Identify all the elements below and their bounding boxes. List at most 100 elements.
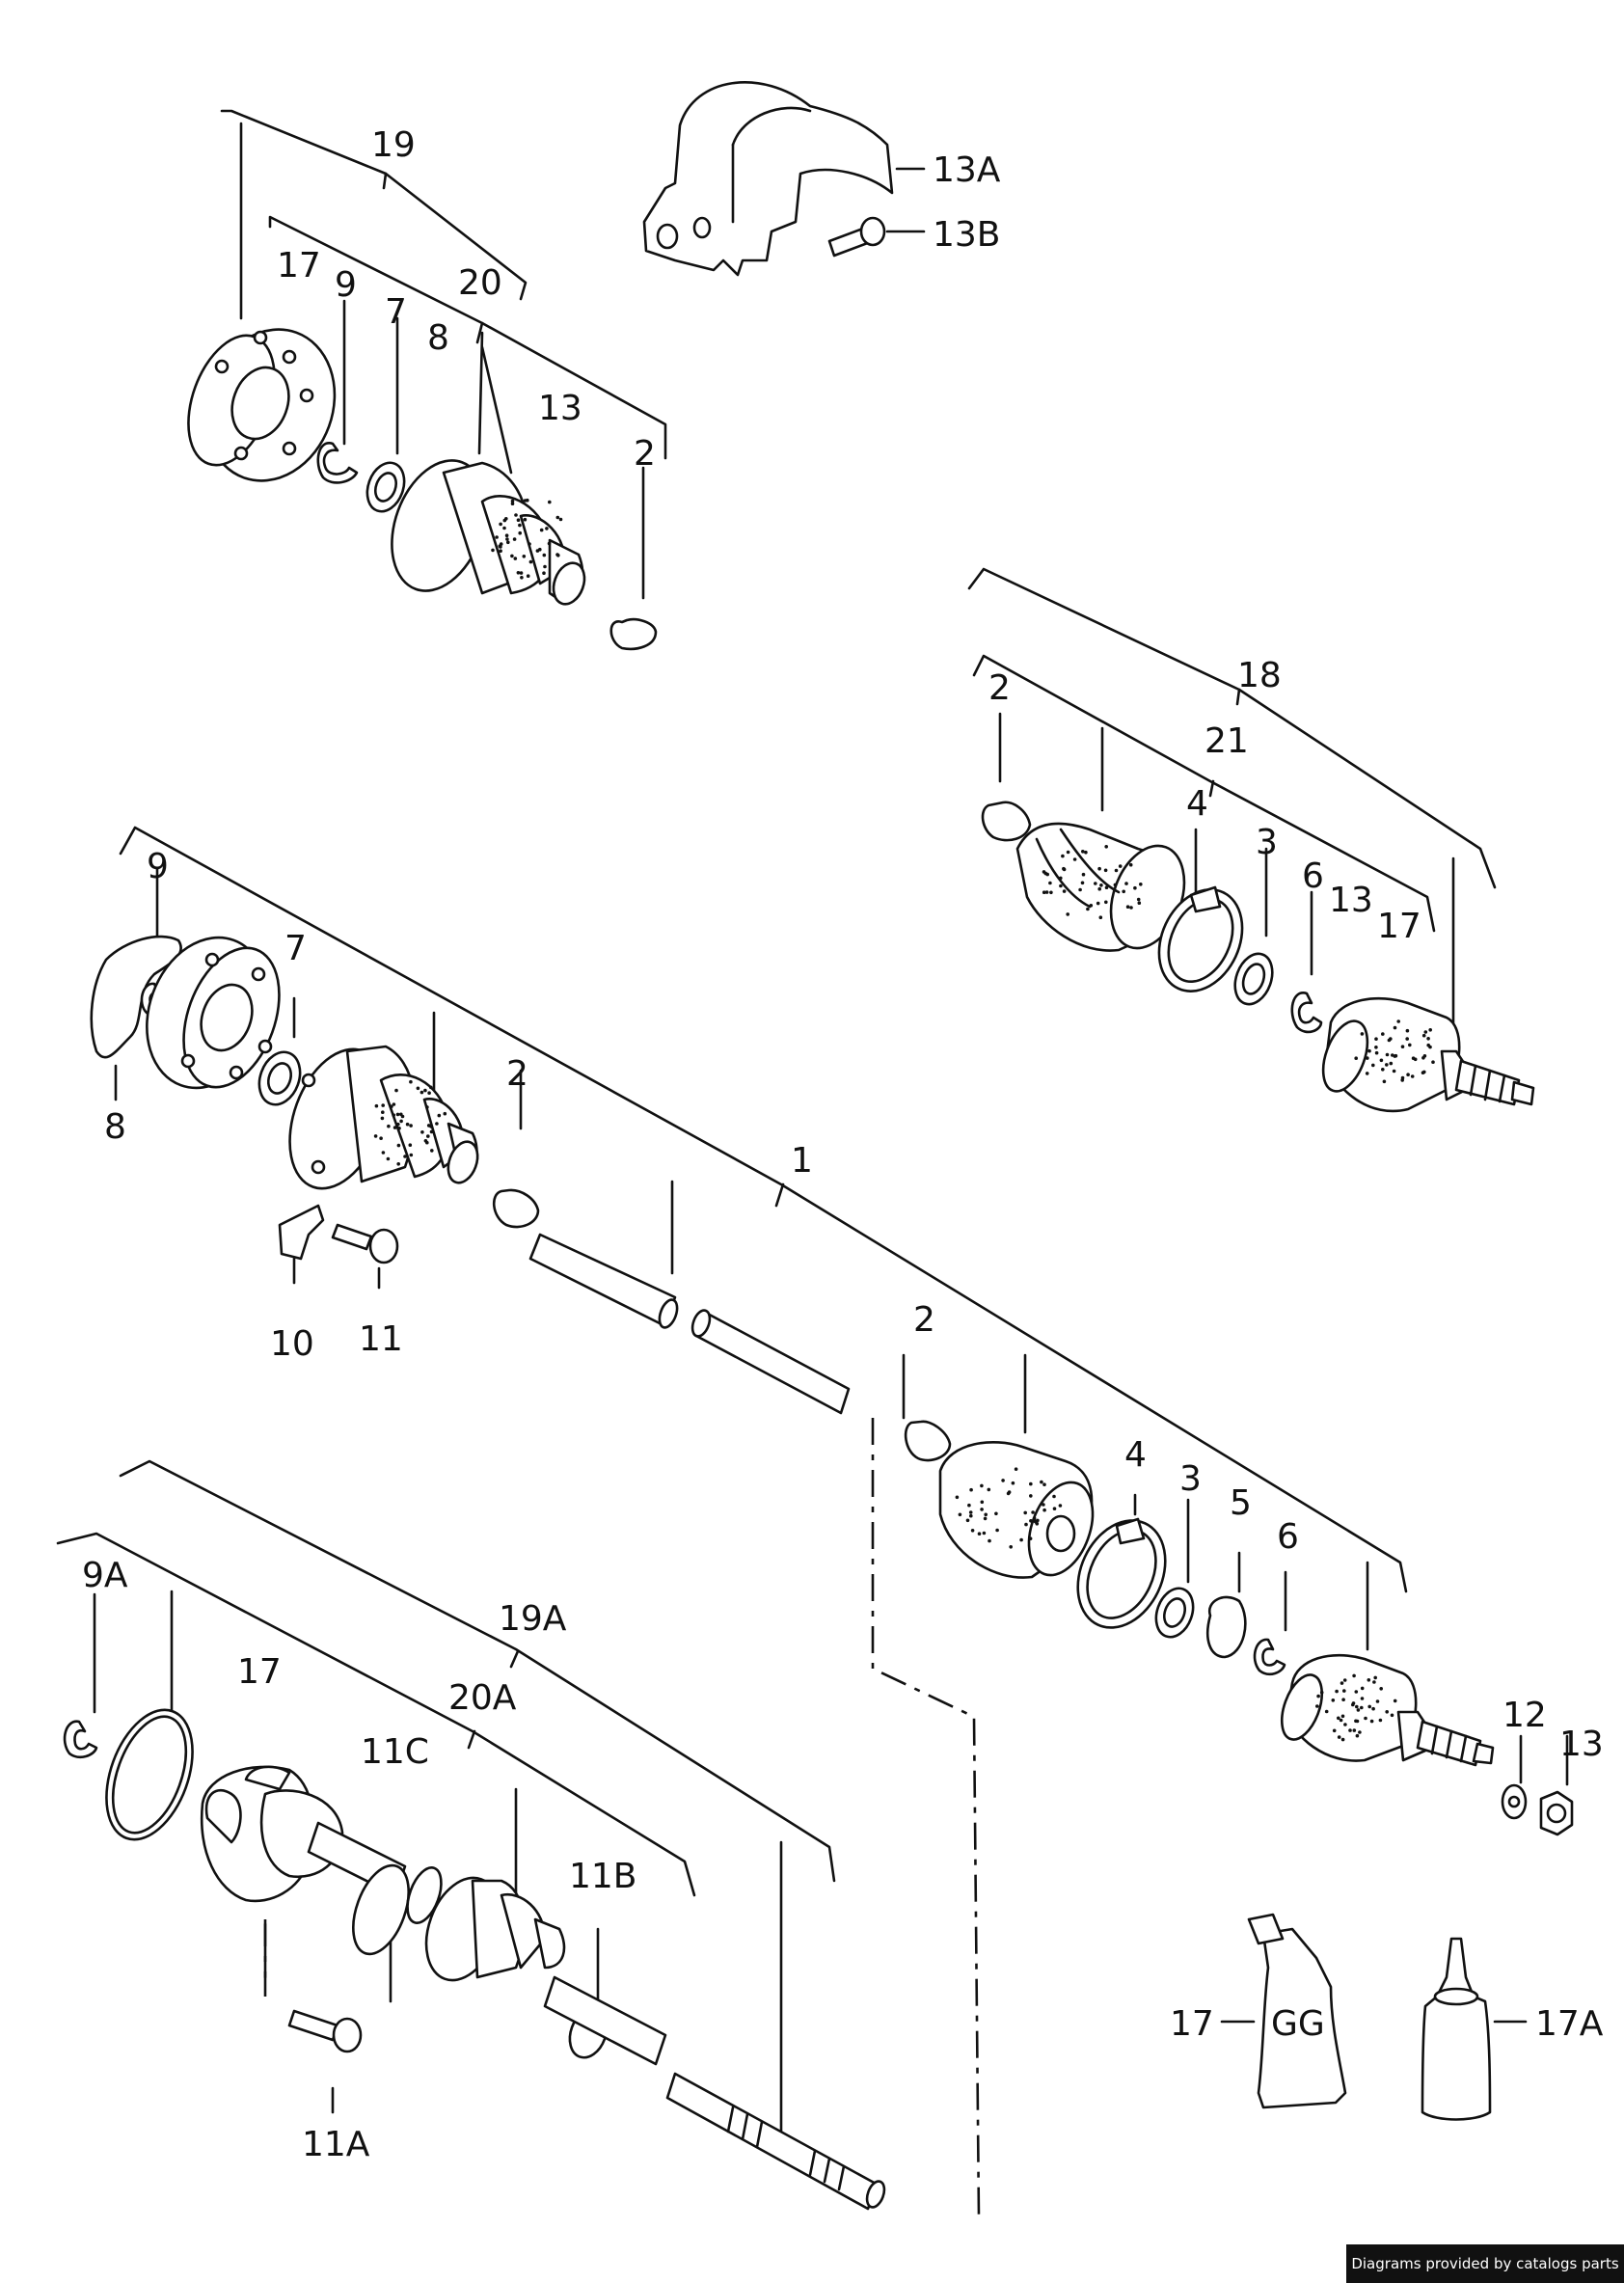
- texture-dot: [1360, 1705, 1364, 1710]
- cv-joint-flange-top: [187, 328, 337, 482]
- texture-dot: [994, 1511, 998, 1516]
- label-21: 21: [1204, 721, 1249, 761]
- label-1: 1: [791, 1141, 813, 1181]
- texture-dot: [1040, 1480, 1043, 1484]
- texture-dot: [392, 1126, 397, 1129]
- texture-dot: [1426, 1043, 1430, 1047]
- texture-dot: [1354, 1690, 1359, 1694]
- texture-dot: [1096, 901, 1100, 906]
- texture-dot: [381, 1110, 385, 1114]
- texture-dot: [1097, 886, 1101, 891]
- texture-dot: [1059, 876, 1063, 881]
- texture-dot: [1104, 885, 1109, 889]
- texture-dot: [420, 1090, 424, 1095]
- texture-dot: [1089, 904, 1094, 908]
- texture-dot: [518, 523, 522, 528]
- texture-dot: [1014, 1467, 1018, 1471]
- label-19A: 19A: [499, 1599, 567, 1639]
- label-9-top: 9: [335, 265, 357, 305]
- texture-dot: [983, 1516, 988, 1521]
- heat-shield: [642, 81, 926, 277]
- label-18: 18: [1237, 656, 1282, 695]
- texture-dot: [1009, 1545, 1013, 1549]
- texture-dot: [1332, 1728, 1337, 1733]
- bolt-11A: [287, 2009, 363, 2053]
- texture-dot: [1058, 1504, 1063, 1508]
- clamp-mid: [904, 1420, 952, 1462]
- texture-dot: [1360, 1686, 1365, 1691]
- label-20A: 20A: [448, 1678, 517, 1718]
- texture-dot: [1081, 872, 1086, 877]
- texture-dot: [499, 549, 502, 553]
- texture-dot: [1062, 889, 1067, 893]
- texture-dot: [1113, 883, 1118, 887]
- texture-dot: [416, 1086, 420, 1091]
- flange-joint-left: [146, 936, 281, 1090]
- label-11: 11: [359, 1319, 403, 1359]
- texture-dot: [528, 559, 533, 564]
- texture-dot: [543, 564, 547, 569]
- texture-dot: [1355, 1733, 1360, 1738]
- texture-dot: [395, 1112, 400, 1117]
- texture-dot: [381, 1103, 386, 1107]
- group-top-left: [187, 109, 667, 651]
- texture-dot: [387, 1124, 391, 1128]
- texture-dot: [1118, 864, 1123, 868]
- texture-dot: [1421, 1033, 1426, 1038]
- label-17A: 17A: [1535, 2004, 1604, 2044]
- texture-dot: [499, 545, 502, 549]
- texture-dot: [1052, 1507, 1057, 1510]
- texture-dot: [491, 548, 495, 553]
- texture-dot: [504, 517, 508, 521]
- texture-dot: [1379, 1687, 1383, 1691]
- label-17-top: 17: [277, 246, 321, 285]
- texture-dot: [399, 1119, 403, 1124]
- texture-dot: [535, 549, 540, 553]
- texture-dot: [396, 1143, 401, 1148]
- texture-dot: [1431, 1060, 1435, 1064]
- texture-dot: [1335, 1689, 1339, 1694]
- label-17-tube: 17: [1170, 2004, 1214, 2044]
- texture-dot: [512, 537, 517, 541]
- texture-dot: [1369, 1719, 1374, 1724]
- texture-dot: [499, 542, 503, 546]
- texture-dot: [1031, 1510, 1035, 1514]
- texture-dot: [1023, 1510, 1027, 1515]
- texture-dot: [1367, 1678, 1371, 1682]
- label-8-left: 8: [104, 1107, 126, 1147]
- texture-dot: [437, 1113, 442, 1118]
- texture-dot: [1367, 1048, 1371, 1053]
- label-5: 5: [1230, 1483, 1252, 1523]
- texture-dot: [403, 1155, 407, 1158]
- texture-dot: [1366, 1056, 1369, 1060]
- texture-dot: [519, 571, 524, 575]
- texture-dot: [977, 1532, 982, 1536]
- grease-tube: GG: [1247, 1913, 1347, 2109]
- texture-dot: [1059, 883, 1063, 888]
- texture-dot: [425, 1105, 429, 1109]
- texture-dot: [548, 500, 552, 504]
- texture-dot: [1129, 906, 1133, 910]
- label-4-lower: 4: [1124, 1435, 1147, 1475]
- texture-dot: [516, 518, 521, 522]
- texture-dot: [1086, 907, 1090, 911]
- bolt: [331, 1223, 399, 1264]
- label-9-left: 9: [147, 847, 169, 886]
- label-13B: 13B: [933, 215, 1001, 255]
- texture-dot: [514, 513, 518, 517]
- group-right: [967, 567, 1535, 1113]
- circlip-lower: [1253, 1638, 1286, 1676]
- texture-dot: [1029, 1481, 1033, 1486]
- texture-dot: [423, 1088, 427, 1093]
- texture-dot: [556, 554, 560, 557]
- texture-dot: [427, 1091, 431, 1095]
- label-4-right: 4: [1186, 784, 1208, 824]
- texture-dot: [558, 517, 563, 522]
- label-7-left: 7: [284, 929, 307, 968]
- texture-dot: [1042, 1508, 1046, 1512]
- texture-dot: [400, 1114, 405, 1119]
- texture-dot: [555, 515, 560, 520]
- texture-dot: [958, 1512, 962, 1517]
- texture-dot: [1367, 1704, 1371, 1709]
- texture-dot: [373, 1134, 378, 1138]
